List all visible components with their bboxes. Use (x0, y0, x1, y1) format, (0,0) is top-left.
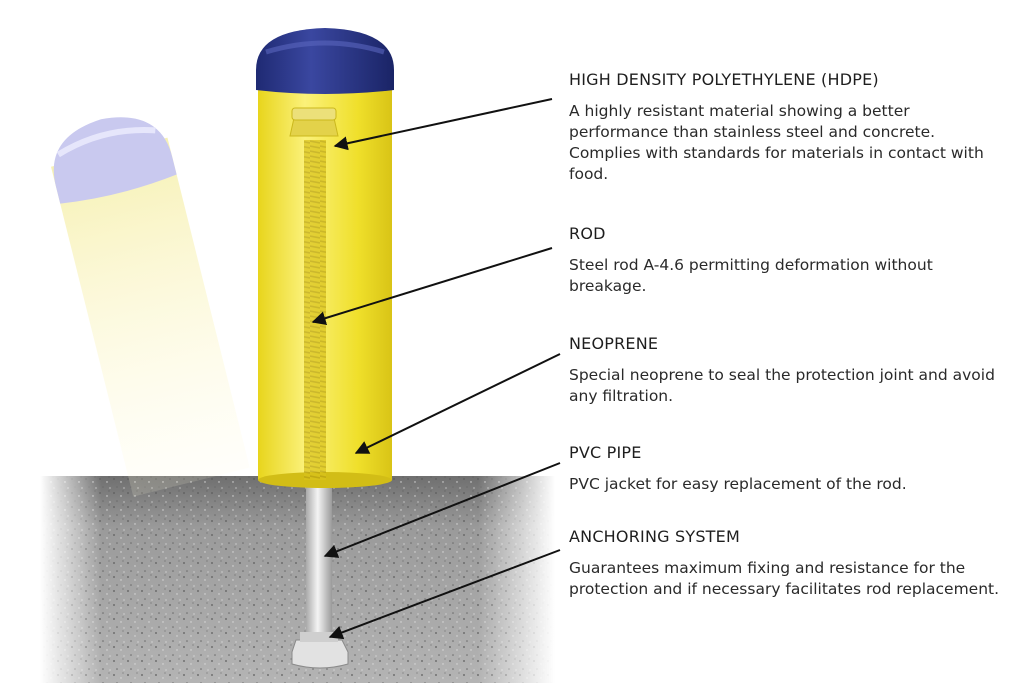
pointer-pvc (323, 462, 561, 558)
bollard-cap (256, 28, 394, 94)
pointer-rod (311, 247, 553, 325)
callout-rod-description: Steel rod A-4.6 permitting deformation w… (569, 256, 933, 295)
pointer-lines (311, 98, 561, 640)
pointer-neoprene (354, 353, 561, 454)
callout-rod: ROD Steel rod A-4.6 permitting deformati… (569, 224, 1009, 297)
callout-anchor-description: Guarantees maximum fixing and resistance… (569, 559, 1000, 598)
callout-pvc-description: PVC jacket for easy replacement of the r… (569, 475, 907, 493)
callout-anchor: ANCHORING SYSTEM Guarantees maximum fixi… (569, 527, 1009, 600)
concrete-ground (40, 476, 555, 683)
callout-neoprene-title: NEOPRENE (569, 334, 659, 353)
callout-hdpe: HIGH DENSITY POLYETHYLENE (HDPE) A highl… (569, 70, 1009, 185)
pvc-pipe (306, 484, 332, 634)
callout-hdpe-description: A highly resistant material showing a be… (569, 102, 984, 183)
callout-neoprene: NEOPRENE Special neoprene to seal the pr… (569, 334, 1009, 407)
pointer-hdpe (333, 98, 553, 151)
bollard-body (258, 80, 392, 488)
anchor-nut (291, 632, 349, 669)
callout-pvc: PVC PIPE PVC jacket for easy replacement… (569, 443, 1009, 495)
callout-neoprene-description: Special neoprene to seal the protection … (569, 366, 995, 405)
pointer-anchor (328, 549, 561, 640)
tilted-bollard-ghost (51, 117, 250, 497)
callout-anchor-title: ANCHORING SYSTEM (569, 527, 740, 546)
callout-hdpe-title: HIGH DENSITY POLYETHYLENE (HDPE) (569, 70, 879, 89)
callout-rod-title: ROD (569, 224, 606, 243)
callout-pvc-title: PVC PIPE (569, 443, 642, 462)
